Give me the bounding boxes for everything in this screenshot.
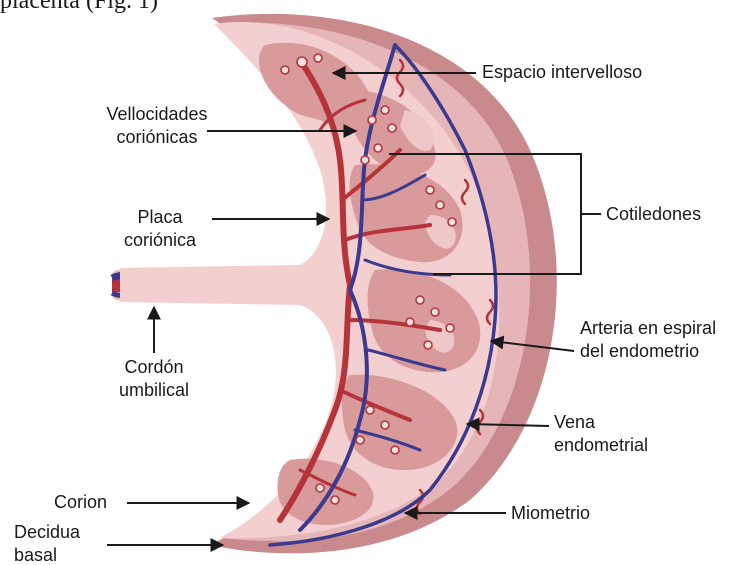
label-vellocidades-coriónicas: Vellocidades coriónicas — [88, 103, 226, 149]
label-cordon-umbilical: Cordón umbilical — [102, 356, 206, 402]
label-decidua-line1: Decidua — [14, 521, 80, 544]
label-arteria-line1: Arteria en espiral — [580, 317, 716, 340]
label-vellocidades-line2: coriónicas — [88, 126, 226, 149]
label-miometrio: Miometrio — [511, 502, 590, 525]
label-decidua-line2: basal — [14, 544, 80, 565]
label-vena-endometrial: Vena endometrial — [554, 411, 648, 457]
label-placa-coriónica: Placa coriónica — [110, 206, 210, 252]
label-cordon-line1: Cordón — [102, 356, 206, 379]
placenta-body — [120, 14, 557, 553]
label-vena-line2: endometrial — [554, 434, 648, 457]
label-cordon-line2: umbilical — [102, 379, 206, 402]
label-placa-line2: coriónica — [110, 229, 210, 252]
label-corion: Corion — [54, 491, 107, 514]
label-vena-line1: Vena — [554, 411, 648, 434]
label-espacio-intervelloso: Espacio intervelloso — [482, 61, 642, 84]
label-arteria-espiral: Arteria en espiral del endometrio — [580, 317, 716, 363]
label-decidua-basal: Decidua basal — [14, 521, 80, 565]
label-vellocidades-line1: Vellocidades — [88, 103, 226, 126]
label-arteria-line2: del endometrio — [580, 340, 716, 363]
label-placa-line1: Placa — [110, 206, 210, 229]
label-cotiledones: Cotiledones — [606, 203, 701, 226]
